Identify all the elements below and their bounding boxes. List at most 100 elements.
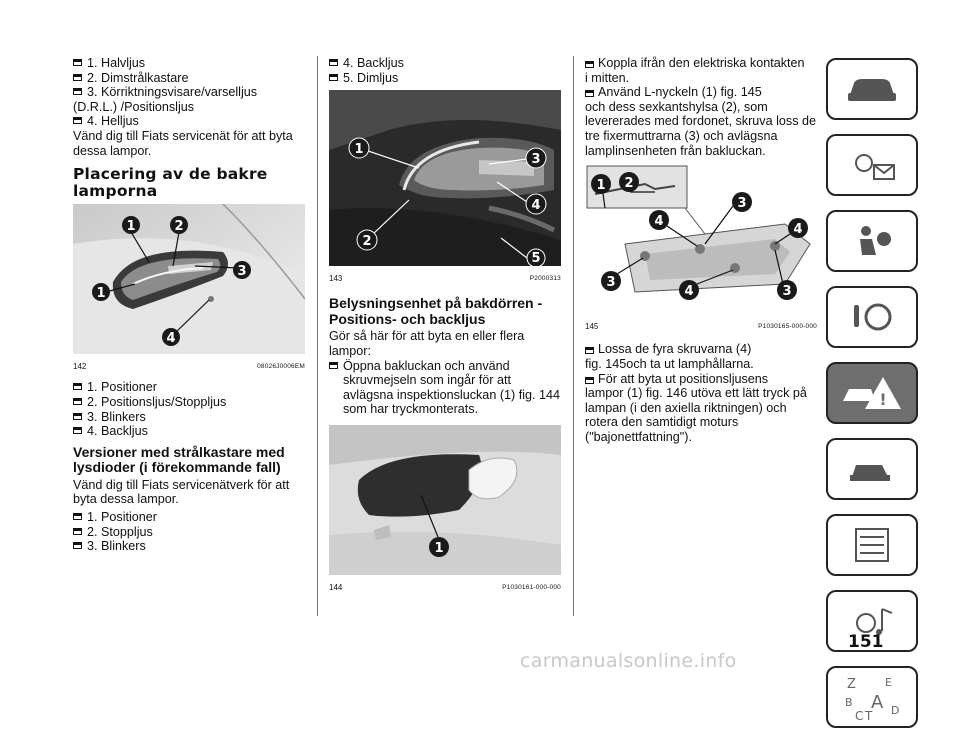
figure-number: 143 [329,273,343,283]
emergency-crash-icon: ! [843,377,901,409]
multimedia-icon [856,608,893,635]
list-item: 2. Stoppljus [73,525,305,540]
list-item: 1. Positioner [73,510,305,525]
step-remove-nuts: Använd L-nyckeln (1) fig. 145 och dess s… [585,85,817,158]
callout-layer: 1 2 3 1 4 [92,216,251,347]
list-item: 4. Backljus [329,56,561,71]
checkbox-bullet-icon [585,347,594,355]
figure-145: 1 2 3 4 4 3 4 3 145 P1030165-000-000 [585,164,817,338]
tab-technical-data[interactable] [826,514,918,576]
svg-text:1: 1 [96,286,105,301]
led-bulb-list-continued: 4. Backljus 5. Dimljus [329,56,561,85]
led-bulb-list: 1. Positioner 2. Stoppljus 3. Blinkers [73,510,305,554]
figure-142: 1 2 3 1 4 142 08026J0006EM [73,203,306,378]
figure-caption: 143 P2000313 [329,270,561,291]
column-2: 4. Backljus 5. Dimljus 1 3 4 2 5 143 [329,56,561,599]
figure-143: 1 3 4 2 5 143 P2000313 [329,90,561,290]
tab-starting-driving[interactable] [826,286,918,348]
watermark: carmanualsonline.info [520,650,737,672]
callout-layer: 1 [420,494,449,557]
airbag-seat-icon [860,226,891,255]
column-divider-1 [317,56,318,616]
list-item: 4. Helljus [73,114,305,129]
list-item-continuation: (D.R.L.) /Positionsljus [73,99,195,114]
list-item: 1. Halvljus [73,56,305,71]
checkbox-bullet-icon [585,376,594,384]
svg-text:4: 4 [166,331,175,346]
checkbox-bullet-icon [73,59,82,66]
tab-maintenance[interactable] [826,438,918,500]
checkbox-bullet-icon [73,397,82,405]
svg-text:1: 1 [596,178,605,193]
svg-text:Z: Z [847,677,856,692]
section-heading-rear-lamps: Placering av de bakre lamporna [73,165,268,201]
list-item: 3. Körriktningsvisare/varselljus [73,85,305,100]
callout-layer: 1 3 4 2 5 [348,137,547,267]
svg-text:T: T [864,709,873,722]
column-divider-2 [573,56,574,616]
checkbox-bullet-icon [73,412,82,420]
section-heading-tailgate-unit: Belysningsenhet på bakdörren - Positions… [329,295,543,327]
figure-144: 1 144 P1030161-000-000 [329,424,561,599]
tab-multimedia[interactable] [826,590,918,652]
callout-2: 2 [356,229,378,251]
section-heading-led: Versioner med strålkastare med lysdioder… [73,443,285,476]
checkbox-bullet-icon [329,73,338,81]
checkbox-bullet-icon [585,61,594,68]
list-item: 1. Positioner [73,380,305,395]
checkbox-bullet-icon [73,88,82,96]
svg-text:4: 4 [531,198,540,213]
svg-text:4: 4 [793,222,802,237]
callout-1: 1 [348,137,370,159]
callout-1b: 1 [92,283,110,302]
steering-key-icon [854,303,892,331]
svg-text:2: 2 [174,219,183,234]
figure-code: 08026J0006EM [257,362,305,370]
checkbox-bullet-icon [73,527,82,535]
headlamp-bulb-list: 1. Halvljus 2. Dimstrålkastare 3. Körrik… [73,56,305,129]
svg-text:C: C [855,709,863,722]
checkbox-bullet-icon [73,427,82,435]
checkbox-bullet-icon [585,90,594,98]
list-item: 3. Blinkers [73,539,305,554]
svg-text:2: 2 [624,176,633,191]
callout-3: 3 [525,147,547,169]
index-abc-icon: Z E B A C T D [845,676,899,722]
figure-caption: 145 P1030165-000-000 [585,318,817,339]
figure-code: P1030165-000-000 [758,322,817,330]
callout-4: 4 [649,210,669,231]
svg-text:1: 1 [126,219,135,234]
list-item: 3. Blinkers [73,410,305,425]
svg-text:5: 5 [531,251,540,266]
svg-text:4: 4 [684,284,693,299]
checkbox-bullet-icon [73,512,82,520]
step-replace-bulb: För att byta ut positionsljusens lampor … [585,371,807,444]
column-1: 1. Halvljus 2. Dimstrålkastare 3. Körrik… [73,56,306,554]
list-item: 2. Dimstrålkastare [73,71,305,86]
tab-safety[interactable] [826,210,918,272]
callout-3: 3 [732,192,752,213]
service-car-icon [850,465,890,481]
figure-code: P2000313 [529,274,561,282]
column-3: Koppla ifrån den elektriska kontakten i … [585,56,817,445]
svg-text:3: 3 [737,196,746,211]
tab-index[interactable]: Z E B A C T D [826,666,918,728]
checkbox-bullet-icon [73,383,82,391]
callout-1: 1 [429,536,449,557]
tab-emergency[interactable]: ! [826,362,918,424]
tab-car-icon[interactable] [826,58,918,120]
checkbox-bullet-icon [329,59,338,66]
warning-lights-icon [855,154,895,180]
figure-number: 142 [73,361,87,371]
rear-bulb-list: 1. Positioner 2. Positionsljus/Stoppljus… [73,380,305,438]
callout-layer: 1 2 3 4 4 3 4 3 [591,172,808,301]
chapter-tabs: ! Z E B A C T D [826,58,922,742]
checkbox-bullet-icon [73,117,82,125]
svg-text:B: B [845,696,853,709]
callout-2: 2 [170,216,188,235]
tab-warning-lights[interactable] [826,134,918,196]
callout-5: 5 [526,248,546,267]
svg-text:4: 4 [654,214,663,229]
list-item: 4. Backljus [73,424,305,439]
callout-3: 3 [233,261,251,280]
